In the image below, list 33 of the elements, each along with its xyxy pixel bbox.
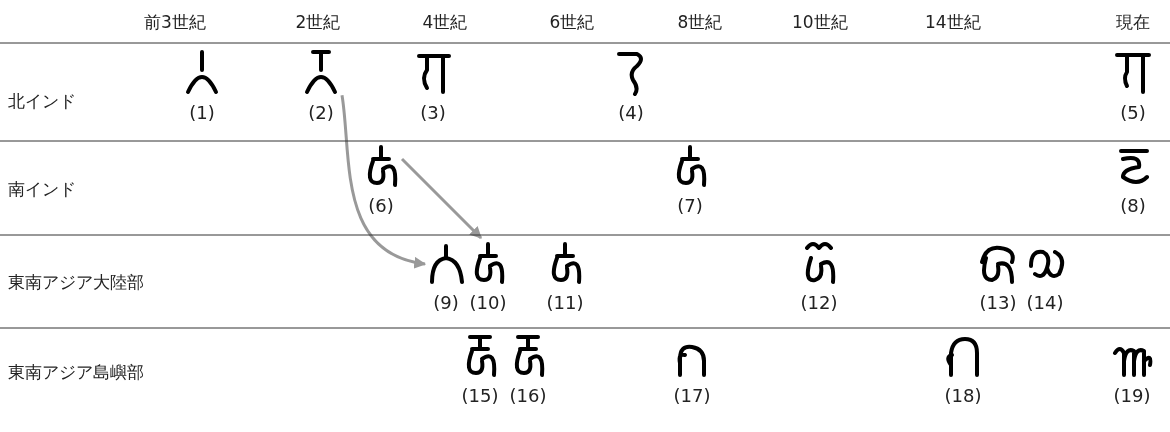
century-label: 前3世紀 <box>144 10 206 34</box>
number-label: (1) <box>188 102 216 123</box>
number-label: (4) <box>617 102 645 123</box>
number-label: (10) <box>468 292 508 313</box>
region-label: 東南アジア島嶼部 <box>8 360 144 384</box>
century-label: 8世紀 <box>677 10 723 34</box>
number-label: (12) <box>799 292 839 313</box>
century-label: 6世紀 <box>549 10 595 34</box>
number-label: (18) <box>943 385 983 406</box>
number-label: (13) <box>978 292 1018 313</box>
century-label: 2世紀 <box>295 10 341 34</box>
number-label: (5) <box>1119 102 1147 123</box>
number-label: (14) <box>1025 292 1065 313</box>
number-label: (6) <box>367 195 395 216</box>
arrow <box>340 95 427 268</box>
number-label: (15) <box>460 385 500 406</box>
region-label: 東南アジア大陸部 <box>8 270 144 294</box>
number-label: (8) <box>1119 195 1147 216</box>
arrow <box>400 157 483 240</box>
number-label: (17) <box>672 385 712 406</box>
century-label: 10世紀 <box>792 10 848 34</box>
region-label: 南インド <box>8 177 76 201</box>
number-label: (2) <box>307 102 335 123</box>
number-label: (16) <box>508 385 548 406</box>
number-label: (11) <box>545 292 585 313</box>
number-label: (19) <box>1112 385 1152 406</box>
number-label: (7) <box>676 195 704 216</box>
century-label: 4世紀 <box>422 10 468 34</box>
century-label: 14世紀 <box>925 10 981 34</box>
number-label: (3) <box>419 102 447 123</box>
region-label: 北インド <box>8 89 76 113</box>
number-label: (9) <box>432 292 460 313</box>
century-label: 現在 <box>1116 10 1150 34</box>
